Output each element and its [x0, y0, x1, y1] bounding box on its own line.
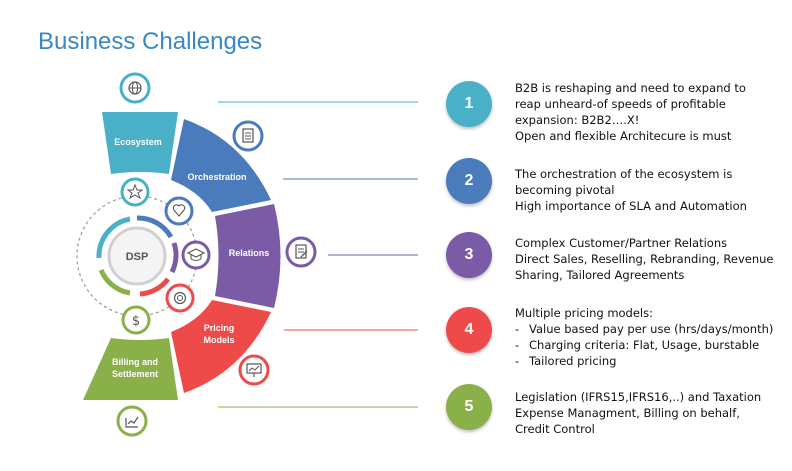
- bullet-item: Value based pay per use (hrs/days/month): [515, 321, 773, 337]
- challenge-number-4: 4: [446, 307, 492, 353]
- segment-label-relations: Relations: [229, 248, 270, 258]
- graduation-cap-icon: [181, 240, 211, 270]
- challenge-3-line: Sharing, Tailored Agreements: [515, 268, 685, 282]
- challenge-1-line: reap unheard-of speeds of profitable: [515, 97, 726, 111]
- challenge-5-line: Credit Control: [515, 422, 595, 436]
- refresh-icon: [165, 283, 195, 313]
- bullet-item: Charging criteria: Flat, Usage, burstabl…: [515, 337, 773, 353]
- segment-pricing-models: [171, 300, 271, 393]
- challenge-2-line: High importance of SLA and Automation: [515, 199, 747, 213]
- challenge-5-line: Expense Managment, Billing on behalf,: [515, 406, 740, 420]
- challenge-2-line: The orchestration of the ecosystem is: [515, 167, 733, 181]
- challenge-1-line: B2B is reshaping and need to expand to: [515, 81, 746, 95]
- challenge-3-line: Complex Customer/Partner Relations: [515, 236, 728, 250]
- challenge-4-bullets: Value based pay per use (hrs/days/month)…: [515, 321, 773, 369]
- dsp-center-circle: [107, 226, 167, 286]
- challenge-3-line: Direct Sales, Reselling, Rebranding, Rev…: [515, 252, 774, 266]
- challenge-2-line: becoming pivotal: [515, 183, 615, 197]
- inner-arc-blue: [136, 215, 174, 239]
- challenge-text-2: The orchestration of the ecosystem is be…: [515, 166, 747, 214]
- challenge-5-line: Legislation (IFRS15,IFRS16,..) and Taxat…: [515, 390, 762, 404]
- segment-ecosystem: [102, 112, 178, 174]
- challenge-text-5: Legislation (IFRS15,IFRS16,..) and Taxat…: [515, 389, 761, 437]
- presentation-icon: [238, 354, 270, 386]
- trend-chart-icon: [116, 405, 148, 437]
- page-title: Business Challenges: [38, 28, 263, 55]
- bullet-item: Tailored pricing: [515, 353, 773, 369]
- dollar-icon: $: [121, 305, 151, 335]
- segment-relations: [215, 204, 281, 308]
- inner-arc-green: [98, 268, 131, 296]
- challenge-number-5: 5: [446, 384, 492, 430]
- inner-arc-teal: [96, 216, 131, 259]
- challenge-number-2: 2: [446, 158, 492, 204]
- segment-label-orchestration: Orchestration: [187, 172, 246, 182]
- document-icon: [232, 120, 264, 152]
- challenge-text-3: Complex Customer/Partner Relations Direc…: [515, 235, 774, 283]
- segment-orchestration: [171, 119, 271, 212]
- star-icon: [120, 177, 150, 207]
- inner-arc-purple: [169, 242, 179, 274]
- inner-arc-red: [139, 277, 170, 297]
- segment-label-ecosystem: Ecosystem: [114, 137, 162, 147]
- globe-icon: [119, 72, 151, 104]
- edit-document-icon: [285, 236, 317, 268]
- challenge-1-line: expansion: B2B2….X!: [515, 113, 640, 127]
- dsp-label: DSP: [126, 251, 149, 263]
- challenge-text-1: B2B is reshaping and need to expand to r…: [515, 80, 746, 144]
- challenge-1-line: Open and flexible Architecure is must: [515, 129, 732, 143]
- svg-text:$: $: [132, 314, 140, 329]
- challenge-text-4: Multiple pricing models: Value based pay…: [515, 305, 773, 369]
- heart-icon: [164, 196, 194, 226]
- challenge-number-3: 3: [446, 232, 492, 278]
- segment-billing-settlement: [83, 338, 178, 400]
- challenge-number-1: 1: [446, 81, 492, 127]
- challenge-4-heading: Multiple pricing models:: [515, 306, 653, 320]
